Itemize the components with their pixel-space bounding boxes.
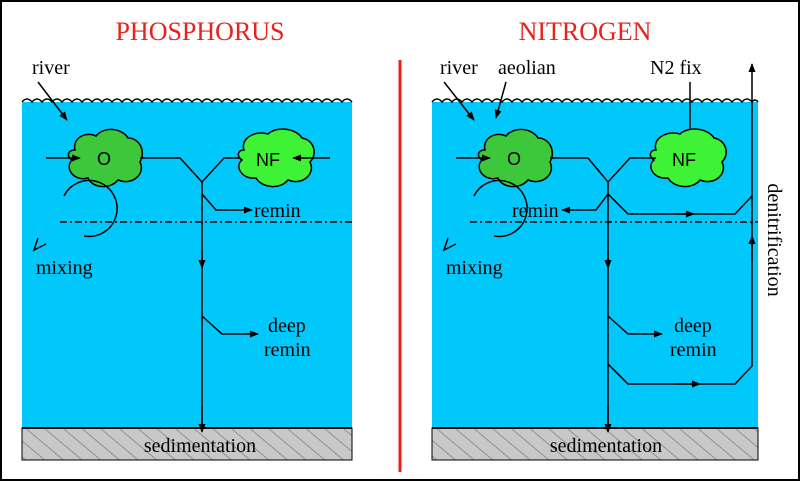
nitrogen-organism-o-label: O bbox=[507, 149, 521, 169]
nitrogen-panel: NITROGEN river aeolian N2 fix O NF remin bbox=[431, 17, 785, 461]
phosphorus-deep-remin-label: remin bbox=[264, 339, 311, 361]
nitrogen-sediment bbox=[431, 427, 759, 461]
phosphorus-mixing-arrowhead bbox=[32, 237, 47, 252]
phosphorus-river-label: river bbox=[32, 57, 70, 79]
phosphorus-deep-label: deep bbox=[268, 315, 306, 337]
nitrogen-sea-surface bbox=[431, 98, 759, 104]
phosphorus-sea-surface bbox=[21, 98, 353, 104]
phosphorus-panel: PHOSPHORUS river O NF remin deep remin m… bbox=[21, 17, 353, 461]
phosphorus-remin-label: remin bbox=[254, 200, 301, 222]
nitrogen-deep-remin-label: remin bbox=[670, 339, 717, 361]
nitrogen-river-label: river bbox=[440, 57, 478, 79]
phosphorus-river-arrow bbox=[37, 81, 68, 121]
nitrogen-denitrification-label: denitrification bbox=[763, 183, 785, 296]
phosphorus-organism-nf bbox=[237, 128, 315, 188]
nitrogen-deep-remin-arrow bbox=[607, 315, 663, 338]
phosphorus-sedimentation-label: sedimentation bbox=[144, 435, 256, 457]
nitrogen-mixing-arc bbox=[473, 179, 528, 238]
nitrogen-organism-o bbox=[477, 128, 554, 188]
nitrogen-denitrification-path bbox=[607, 63, 756, 385]
phosphorus-remin-arrow bbox=[201, 193, 253, 214]
nitrogen-remin-arrow bbox=[561, 193, 609, 214]
nitrogen-mixing-arrowhead bbox=[442, 237, 457, 252]
phosphorus-mixing-label: mixing bbox=[36, 257, 93, 279]
nitrogen-n2fix-label: N2 fix bbox=[650, 57, 702, 79]
nitrogen-sedimentation-label: sedimentation bbox=[550, 435, 662, 457]
nitrogen-aeolian-label: aeolian bbox=[498, 57, 556, 79]
nitrogen-mixing-label: mixing bbox=[446, 257, 503, 279]
phosphorus-deep-remin-arrow bbox=[201, 315, 259, 338]
nitrogen-organism-nf-label: NF bbox=[672, 150, 696, 170]
phosphorus-title: PHOSPHORUS bbox=[115, 17, 284, 46]
phosphorus-organism-o bbox=[67, 128, 144, 188]
phosphorus-organism-o-label: O bbox=[97, 149, 111, 169]
phosphorus-sediment bbox=[21, 427, 353, 461]
nitrogen-river-arrow bbox=[443, 81, 475, 121]
phosphorus-mixing-arc bbox=[63, 179, 118, 238]
nitrogen-organism-nf bbox=[649, 128, 727, 188]
nitrogen-aeolian-arrow bbox=[494, 81, 507, 119]
nitrogen-remin-label: remin bbox=[512, 200, 559, 222]
phosphorus-organism-nf-label: NF bbox=[256, 150, 280, 170]
nitrogen-title: NITROGEN bbox=[519, 17, 652, 46]
nitrogen-deep-label: deep bbox=[674, 315, 712, 337]
